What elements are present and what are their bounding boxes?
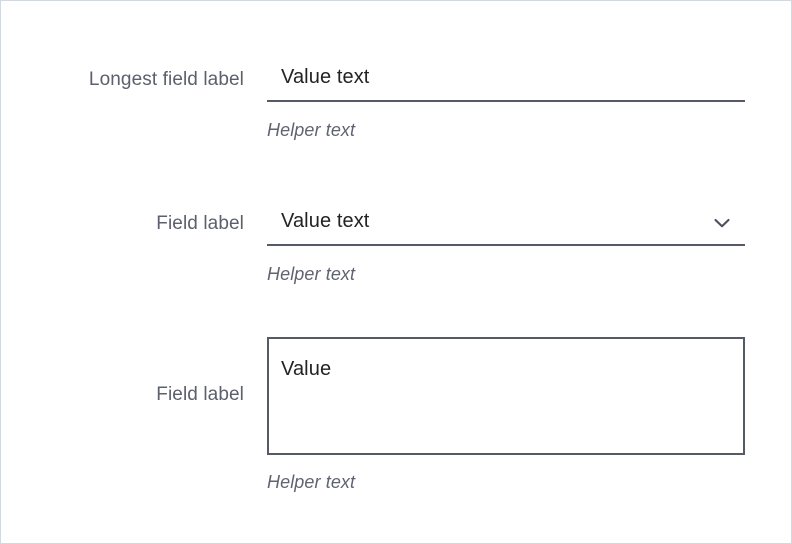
field-label-textarea: Field label: [156, 384, 244, 405]
field-label-select: Field label: [156, 213, 244, 234]
text-input-control[interactable]: Value text: [267, 59, 745, 102]
field-label-longest: Longest field label: [88, 69, 244, 90]
text-input-value[interactable]: Value text: [281, 66, 370, 88]
helper-text-field-3: Helper text: [267, 472, 356, 492]
text-input-box[interactable]: Value text: [267, 59, 745, 102]
helper-text-field-1: Helper text: [267, 120, 356, 140]
textarea-value[interactable]: Value: [281, 358, 332, 380]
textarea-control[interactable]: Value: [267, 337, 745, 455]
select-box[interactable]: Value text: [267, 203, 745, 246]
textarea-box[interactable]: Value: [267, 337, 745, 455]
select-control[interactable]: Value text: [267, 203, 745, 246]
helper-text-field-2: Helper text: [267, 264, 356, 284]
select-value[interactable]: Value text: [281, 210, 370, 232]
chevron-down-icon[interactable]: [711, 212, 733, 234]
